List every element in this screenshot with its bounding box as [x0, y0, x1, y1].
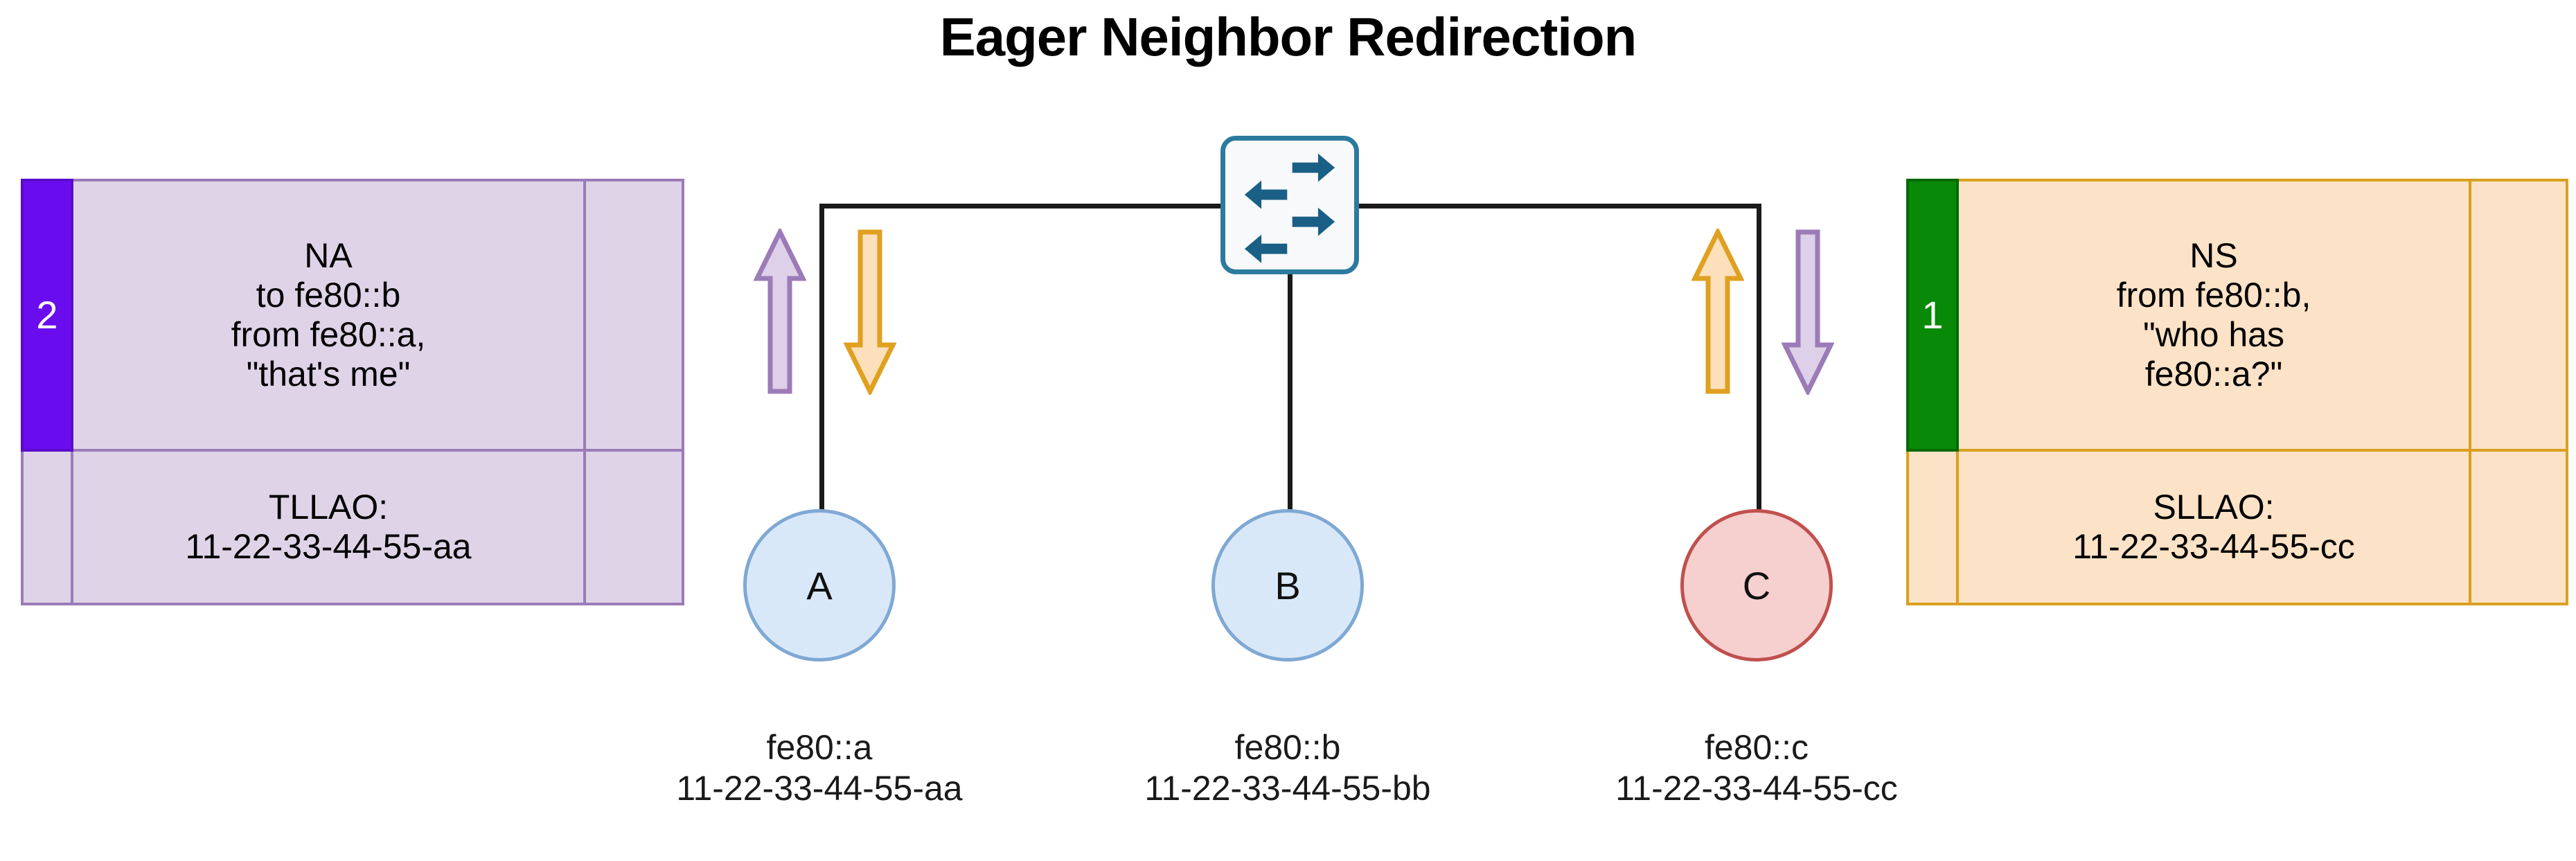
na-header-cell: NA to fe80::b from fe80::a, "that's me"	[71, 179, 586, 452]
host-b-ip: fe80::b	[1234, 728, 1341, 767]
host-c-ip: fe80::c	[1704, 728, 1809, 767]
na-up-from-a-arrow-icon	[754, 229, 806, 395]
ns-step-badge: 1	[1906, 179, 1959, 452]
link-switch-to-b	[1288, 204, 1293, 513]
page-title: Eager Neighbor Redirection	[939, 6, 1637, 67]
host-c-caption: fe80::c 11-22-33-44-55-cc	[1576, 727, 1937, 809]
link-switch-to-c	[1757, 204, 1761, 513]
host-c-mac: 11-22-33-44-55-cc	[1615, 769, 1898, 808]
ns-left-spacer-cell	[1906, 449, 1959, 605]
host-node-b: B	[1211, 509, 1364, 662]
host-node-c-label: C	[1742, 563, 1771, 607]
na-left-spacer-cell	[21, 449, 73, 605]
host-node-b-label: B	[1274, 563, 1301, 607]
ns-header-cell: NS from fe80::b, "who has fe80::a?"	[1956, 179, 2471, 452]
na-right-spacer-cell-2	[583, 449, 684, 605]
ns-message-table: 1 NS from fe80::b, "who has fe80::a?" SL…	[1906, 179, 2568, 605]
host-b-caption: fe80::b 11-22-33-44-55-bb	[1108, 727, 1468, 809]
link-switch-to-a	[819, 204, 824, 513]
host-a-ip: fe80::a	[766, 728, 873, 767]
ns-up-from-c-arrow-icon	[1691, 229, 1744, 395]
ns-option-cell: SLLAO: 11-22-33-44-55-cc	[1956, 449, 2471, 605]
network-switch-icon	[1220, 136, 1359, 274]
ns-right-spacer-cell-2	[2469, 449, 2568, 605]
na-down-to-c-arrow-icon	[1782, 229, 1834, 395]
na-message-table: 2 NA to fe80::b from fe80::a, "that's me…	[21, 179, 684, 605]
ns-right-spacer-cell	[2469, 179, 2568, 452]
na-step-badge: 2	[21, 179, 73, 452]
ns-down-to-a-arrow-icon	[844, 229, 896, 395]
host-a-caption: fe80::a 11-22-33-44-55-aa	[639, 727, 1000, 809]
host-a-mac: 11-22-33-44-55-aa	[676, 769, 963, 808]
na-option-cell: TLLAO: 11-22-33-44-55-aa	[71, 449, 586, 605]
host-node-a: A	[743, 509, 896, 662]
host-b-mac: 11-22-33-44-55-bb	[1144, 769, 1431, 808]
na-right-spacer-cell	[583, 179, 684, 452]
host-node-a-label: A	[806, 563, 833, 607]
host-node-c: C	[1680, 509, 1833, 662]
